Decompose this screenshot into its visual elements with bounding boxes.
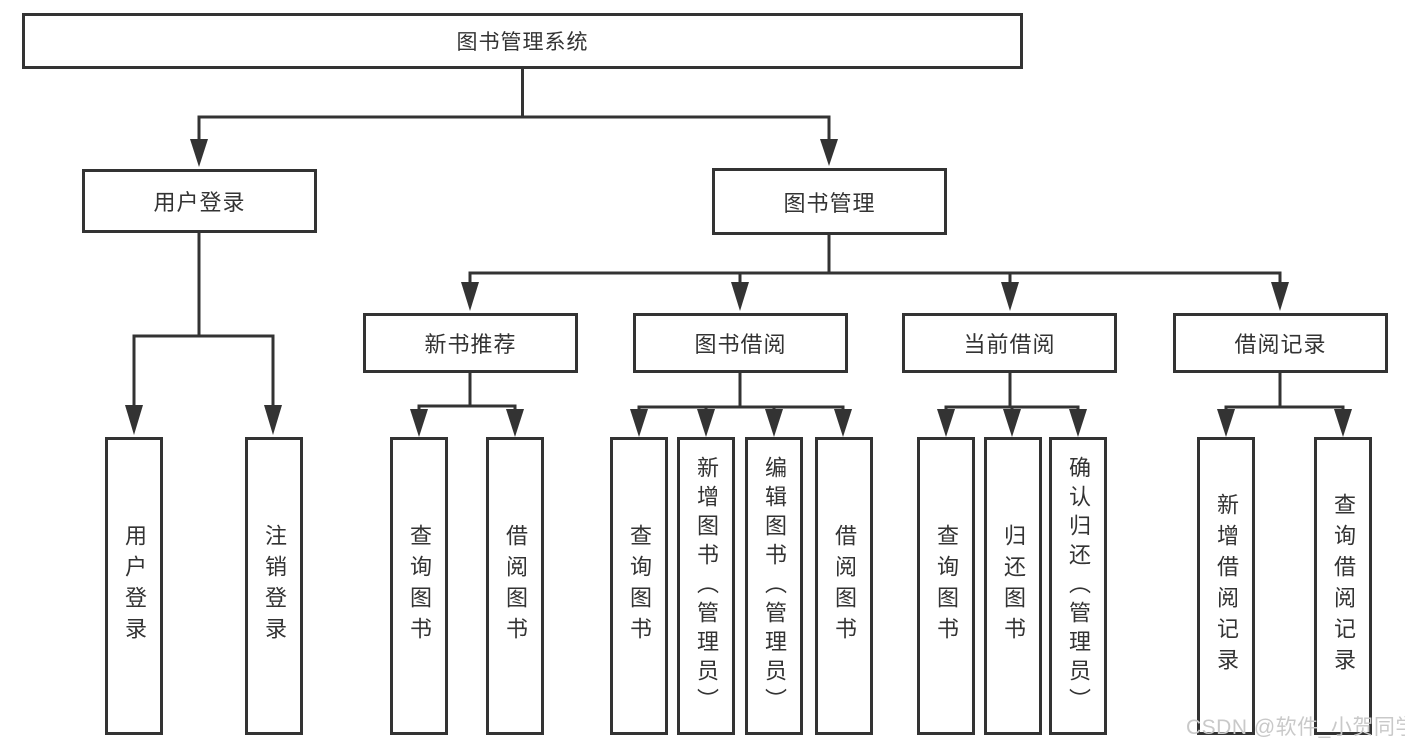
csdn-watermark: CSDN @软件_小贺同学 bbox=[1186, 716, 1405, 739]
node-root-label: 图书管理系统 bbox=[456, 31, 589, 54]
node-leaf-confirm-return-admin: 确认归还（管理员） bbox=[1049, 437, 1107, 735]
leaf-label: 归还图书 bbox=[1001, 524, 1026, 648]
node-leaf-add-borrow-record: 新增借阅记录 bbox=[1197, 437, 1255, 735]
node-leaf-borrow-books: 借阅图书 bbox=[815, 437, 873, 735]
node-book-borrowing-label: 图书借阅 bbox=[694, 332, 787, 357]
leaf-label: 查询图书 bbox=[407, 524, 432, 648]
node-borrowing-records-label: 借阅记录 bbox=[1234, 332, 1327, 357]
leaf-label: 注销登录 bbox=[262, 524, 287, 648]
node-leaf-borrow-books-recommend: 借阅图书 bbox=[486, 437, 544, 735]
connector-borrowing-records-branch bbox=[1217, 373, 1352, 437]
node-leaf-query-books-borrowing: 查询图书 bbox=[610, 437, 668, 735]
node-leaf-query-books-recommend: 查询图书 bbox=[390, 437, 448, 735]
leaf-label: 编辑图书（管理员） bbox=[762, 455, 787, 717]
node-leaf-query-borrow-record: 查询借阅记录 bbox=[1314, 437, 1372, 735]
node-book-management: 图书管理 bbox=[712, 168, 947, 235]
connector-current-borrowing-branch bbox=[937, 373, 1087, 437]
leaf-label: 确认归还（管理员） bbox=[1066, 455, 1091, 717]
leaf-label: 新增图书（管理员） bbox=[694, 455, 719, 717]
leaf-label: 查询图书 bbox=[627, 524, 652, 648]
node-leaf-user-login: 用户登录 bbox=[105, 437, 163, 735]
leaf-label: 新增借阅记录 bbox=[1214, 493, 1239, 679]
node-new-book-recommend: 新书推荐 bbox=[363, 313, 578, 373]
node-leaf-logout: 注销登录 bbox=[245, 437, 303, 735]
node-current-borrowing-label: 当前借阅 bbox=[963, 332, 1056, 357]
node-leaf-add-books-admin: 新增图书（管理员） bbox=[677, 437, 735, 735]
node-current-borrowing: 当前借阅 bbox=[902, 313, 1117, 373]
leaf-label: 借阅图书 bbox=[503, 524, 528, 648]
node-leaf-query-books-current: 查询图书 bbox=[917, 437, 975, 735]
node-leaf-return-books: 归还图书 bbox=[984, 437, 1042, 735]
node-user-login-label: 用户登录 bbox=[153, 190, 246, 215]
node-root-system: 图书管理系统 bbox=[22, 13, 1023, 69]
leaf-label: 查询借阅记录 bbox=[1331, 493, 1356, 679]
leaf-label: 查询图书 bbox=[934, 524, 959, 648]
node-borrowing-records: 借阅记录 bbox=[1173, 313, 1388, 373]
node-book-management-label: 图书管理 bbox=[783, 190, 876, 216]
node-new-book-recommend-label: 新书推荐 bbox=[424, 332, 517, 357]
connector-book-borrowing-branch bbox=[630, 373, 852, 437]
node-book-borrowing: 图书借阅 bbox=[633, 313, 848, 373]
leaf-label: 借阅图书 bbox=[832, 524, 857, 648]
connector-root-to-level2 bbox=[190, 69, 838, 167]
connector-new-book-recommend-branch bbox=[410, 373, 524, 437]
leaf-label: 用户登录 bbox=[122, 524, 147, 648]
connector-book-management-branch bbox=[461, 235, 1289, 311]
node-user-login: 用户登录 bbox=[82, 169, 317, 233]
node-leaf-edit-books-admin: 编辑图书（管理员） bbox=[745, 437, 803, 735]
connector-user-login-branch bbox=[125, 233, 282, 435]
